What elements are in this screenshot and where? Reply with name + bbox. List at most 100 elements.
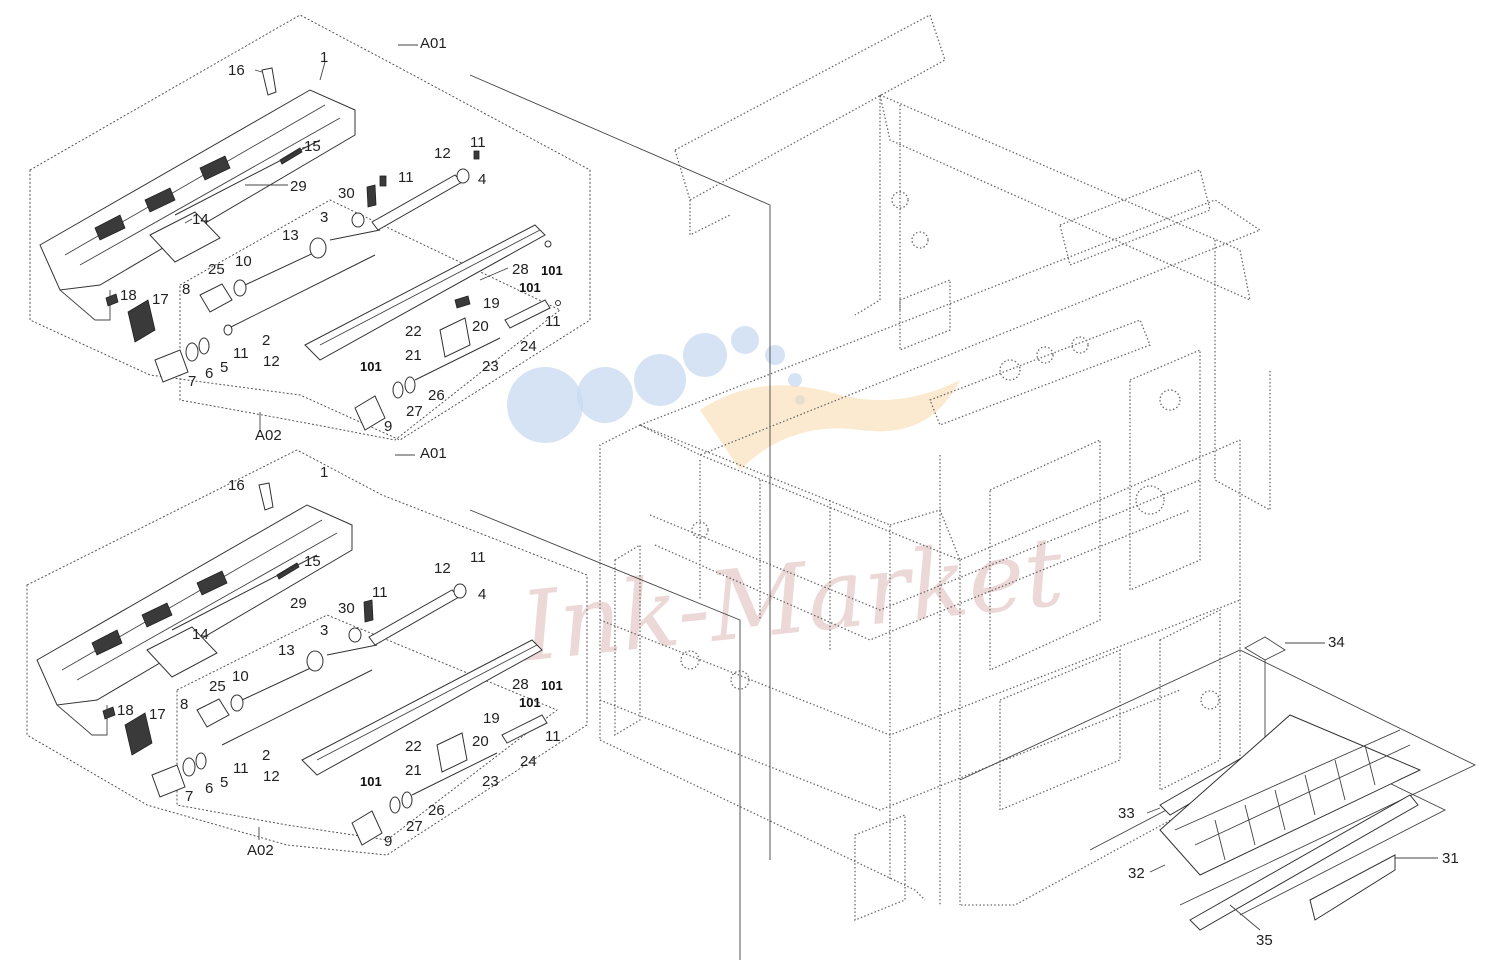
part-label: 4: [478, 586, 486, 603]
part-label: 22: [405, 323, 422, 340]
part-label: 25: [209, 678, 226, 695]
part-label: 11: [545, 313, 561, 330]
part-label: 27: [406, 403, 423, 420]
feed-unit-assembly-lower: A01 A02 1 16 15 29 14 11 12 4 30 11 3 13…: [26, 445, 588, 859]
part-label: 29: [290, 178, 307, 195]
part-label: 6: [205, 365, 213, 382]
part-label: 101: [519, 280, 541, 295]
part-label: 11: [398, 169, 414, 186]
watermark-circle: [577, 367, 633, 423]
part-labels: A01 A02 1 16 15 29 14 11 12 4 30 11 3 13…: [120, 35, 563, 444]
part-label: 20: [472, 318, 489, 335]
part-label: 101: [360, 774, 382, 789]
part-label: 11: [470, 134, 486, 151]
watermark-circle: [788, 373, 802, 387]
part-label: 21: [405, 347, 422, 364]
part-label: 1: [320, 464, 328, 481]
part-label: 8: [182, 281, 190, 298]
part-label: 13: [282, 227, 299, 244]
part-label: 23: [482, 358, 499, 375]
part-label: 16: [228, 477, 245, 494]
part-label-33: 33: [1118, 805, 1135, 822]
part-label: 25: [208, 261, 225, 278]
part-label: 13: [278, 642, 295, 659]
part-label: 26: [428, 387, 445, 404]
part-label: 3: [320, 209, 328, 226]
part-label: 19: [483, 295, 500, 312]
part-labels: A01 A02 1 16 15 29 14 11 12 4 30 11 3 13…: [117, 445, 563, 859]
part-label: 101: [541, 263, 563, 278]
part-label: 28: [512, 261, 529, 278]
part-label: 10: [232, 668, 249, 685]
part-label: 15: [304, 553, 321, 570]
part-label: 22: [405, 738, 422, 755]
part-label: 2: [262, 747, 270, 764]
bottom-cover-assembly: 34 33 32 31 35: [959, 634, 1477, 949]
feed-unit-assembly-upper: A01 A02 1 16 15 29 14 11 12 4 30 11 3 13…: [29, 14, 591, 444]
part-label: 4: [478, 171, 486, 188]
group-label-a01: A01: [420, 35, 447, 52]
part-label: 28: [512, 676, 529, 693]
part-label: 18: [117, 702, 134, 719]
part-label: 1: [320, 49, 328, 66]
part-label: 11: [545, 728, 561, 745]
group-label-a01: A01: [420, 445, 447, 462]
group-label-a02: A02: [247, 842, 274, 859]
watermark-circle: [634, 354, 686, 406]
part-label: 7: [188, 373, 196, 390]
part-label: 5: [220, 774, 228, 791]
part-label: 12: [263, 353, 280, 370]
part-label: 9: [384, 833, 392, 850]
part-label: 12: [263, 768, 280, 785]
watermark-swoosh: [700, 380, 960, 470]
part-label: 11: [233, 345, 249, 362]
part-label-31: 31: [1442, 850, 1459, 867]
part-label: 16: [228, 62, 245, 79]
watermark: Ink-Market: [507, 326, 1069, 684]
part-label: 11: [233, 760, 249, 777]
watermark-text: Ink-Market: [514, 515, 1069, 683]
part-label: 30: [338, 185, 355, 202]
watermark-circle: [765, 345, 785, 365]
part-label: 15: [304, 138, 321, 155]
part-label: 101: [541, 678, 563, 693]
part-label: 10: [235, 253, 252, 270]
part-label: 11: [372, 584, 388, 601]
part-label: 12: [434, 145, 451, 162]
part-label: 5: [220, 359, 228, 376]
part-label: 24: [520, 338, 537, 355]
part-label-34: 34: [1328, 634, 1345, 651]
part-label: 101: [360, 359, 382, 374]
part-label: 17: [149, 706, 166, 723]
part-label: 27: [406, 818, 423, 835]
part-label: 29: [290, 595, 307, 612]
part-label: 3: [320, 622, 328, 639]
watermark-circle: [731, 326, 759, 354]
group-label-a02: A02: [255, 427, 282, 444]
part-label: 101: [519, 695, 541, 710]
part-label: 14: [192, 626, 209, 643]
part-label: 14: [192, 211, 209, 228]
part-label-32: 32: [1128, 865, 1145, 882]
watermark-circle: [683, 333, 727, 377]
part-label: 23: [482, 773, 499, 790]
part-label: 24: [520, 753, 537, 770]
part-label: 26: [428, 802, 445, 819]
part-label: 9: [384, 418, 392, 435]
part-label: 6: [205, 780, 213, 797]
part-label: 12: [434, 560, 451, 577]
part-label: 19: [483, 710, 500, 727]
part-label: 11: [470, 549, 486, 566]
part-label: 30: [338, 600, 355, 617]
part-label: 21: [405, 762, 422, 779]
part-label-35: 35: [1256, 932, 1273, 949]
part-label: 8: [180, 696, 188, 713]
part-label: 2: [262, 332, 270, 349]
part-label: 18: [120, 287, 137, 304]
watermark-circle: [507, 367, 583, 443]
part-label: 20: [472, 733, 489, 750]
part-label: 7: [185, 788, 193, 805]
printer-main-frame: [469, 14, 1271, 960]
part-label: 17: [152, 291, 169, 308]
